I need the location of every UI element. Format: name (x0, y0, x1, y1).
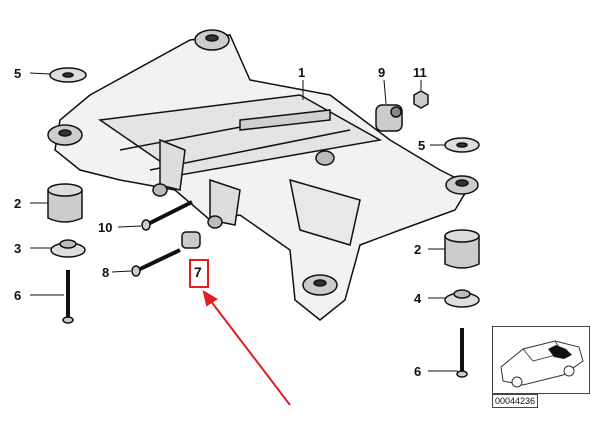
part-label-8: 8 (102, 265, 110, 280)
part-label-4: 4 (414, 291, 422, 306)
highlight-box (189, 259, 209, 288)
vehicle-location-inset (492, 326, 590, 394)
part-label-2: 2 (14, 196, 22, 211)
red-arrow (202, 289, 291, 406)
car-icon (500, 340, 584, 388)
part-label-2-right: 2 (414, 242, 422, 257)
diagram-code: 00044236 (492, 394, 539, 408)
part-label-6-right: 6 (414, 364, 422, 379)
part-label-1: 1 (298, 65, 306, 80)
part-label-6: 6 (14, 288, 22, 303)
part-label-3: 3 (14, 241, 22, 256)
part-label-9: 9 (378, 65, 386, 80)
rear-axle-carrier (54, 34, 472, 321)
part-label-7: 7 (194, 264, 202, 280)
part-label-10: 10 (98, 220, 113, 235)
part-label-5-right: 5 (418, 138, 426, 153)
part-label-11: 11 (413, 65, 427, 80)
part-label-5: 5 (14, 66, 22, 81)
